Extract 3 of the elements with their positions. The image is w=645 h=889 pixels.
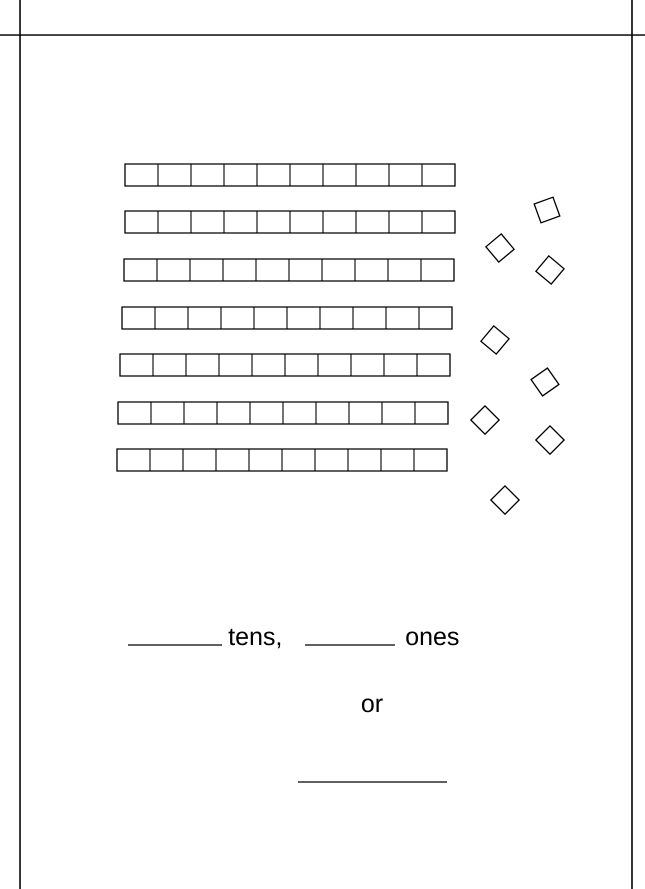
label-text: ones <box>406 632 458 646</box>
label-text: tens, <box>228 628 280 648</box>
label-text: or <box>362 698 383 712</box>
